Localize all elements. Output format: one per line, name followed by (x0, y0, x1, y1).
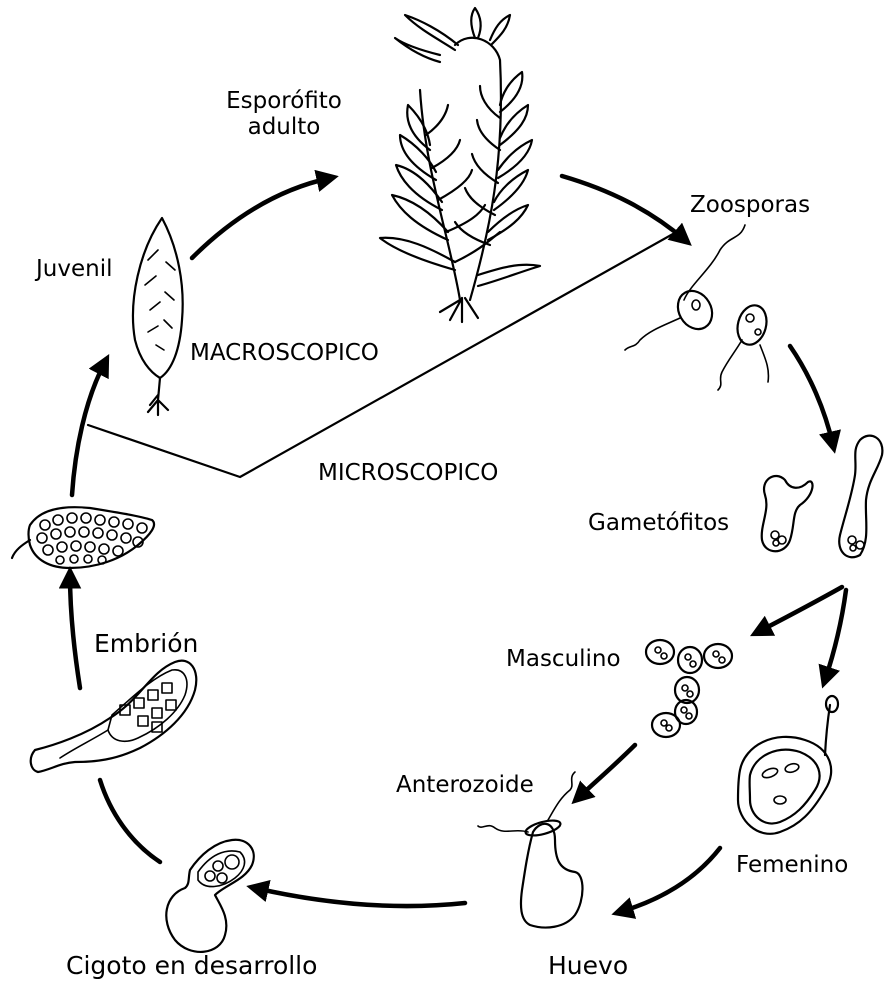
sporangium-illustration (12, 507, 154, 568)
label-gametophytes: Gametófitos (588, 510, 729, 536)
arrow-embryo-to-sporangium (70, 575, 80, 688)
male-gametophyte-cells (655, 647, 725, 731)
arrow-sporophyte-to-zoospores (562, 176, 685, 240)
label-sporophyte: Esporófito adulto (214, 88, 354, 141)
arrow-gametophytes-to-female (825, 590, 846, 680)
label-embryo: Embrión (94, 630, 198, 659)
gametophytes-illustration (762, 436, 883, 558)
arrow-zygote-to-embryo (100, 780, 160, 862)
arrow-male-to-antherozoid (578, 745, 635, 798)
embryo-illustration (31, 661, 197, 772)
label-female: Femenino (736, 852, 848, 878)
arrow-female-to-egg (620, 848, 720, 912)
arrow-juvenile-to-sporophyte (192, 178, 330, 258)
label-egg: Huevo (548, 952, 628, 981)
developing-zygote-illustration (166, 840, 253, 952)
arrow-egg-to-zygote (255, 888, 465, 906)
label-male: Masculino (506, 646, 621, 672)
label-juvenile: Juvenil (36, 256, 112, 282)
arrow-zoospores-to-gametophytes (790, 346, 833, 445)
label-zygote: Cigoto en desarrollo (66, 952, 317, 981)
juvenile-illustration (133, 218, 183, 415)
adult-sporophyte-illustration (380, 8, 540, 322)
egg-illustration (521, 824, 583, 928)
label-microscopic: MICROSCOPICO (318, 460, 498, 486)
label-antherozoid: Anterozoide (396, 772, 534, 798)
label-macroscopic: MACROSCOPICO (190, 340, 379, 366)
female-gametophyte-illustration (738, 696, 838, 834)
label-zoospores: Zoosporas (690, 192, 810, 218)
arrow-gametophytes-to-male (758, 587, 842, 632)
